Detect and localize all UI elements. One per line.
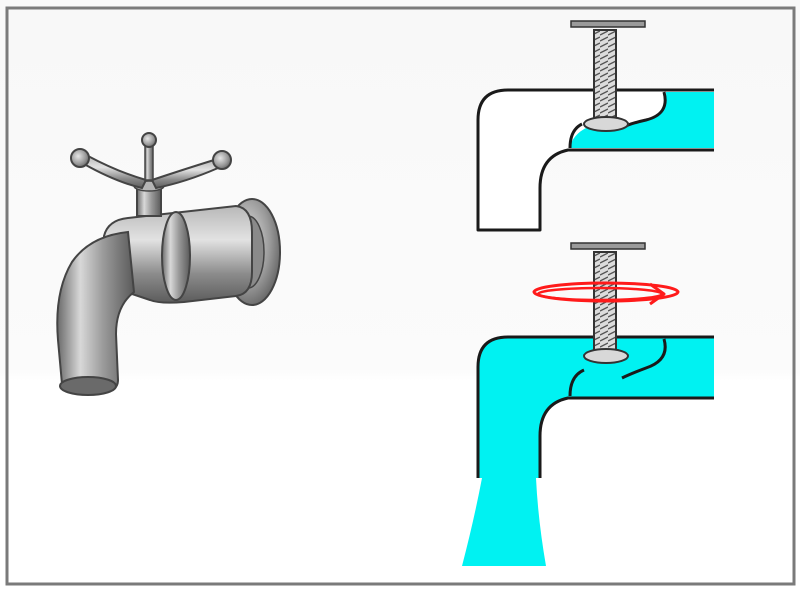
water-tap-icon: [56, 132, 281, 396]
diagram-frame: [5, 6, 796, 586]
open-pipe-water: [478, 337, 714, 478]
tap-body-collar: [161, 211, 191, 301]
open-valve-washer: [583, 348, 629, 364]
rotation-arrow-icon: [532, 281, 680, 306]
valve-closed-cross-section: [476, 20, 714, 232]
open-valve-handle: [570, 242, 646, 250]
closed-water-fill: [570, 92, 714, 148]
tap-handle-top-knob: [141, 132, 157, 148]
valve-open-cross-section: [462, 242, 714, 566]
water-stream: [462, 478, 546, 566]
tap-handle-left-knob: [70, 148, 90, 168]
open-valve-seat: [568, 338, 667, 397]
open-pipe-outline: [476, 335, 714, 478]
closed-valve-handle: [570, 20, 646, 28]
tap-handle-right-knob: [212, 150, 232, 170]
closed-valve-washer: [583, 116, 629, 132]
closed-valve-spindle: [593, 29, 617, 121]
tap-spout-mouth: [59, 376, 117, 396]
